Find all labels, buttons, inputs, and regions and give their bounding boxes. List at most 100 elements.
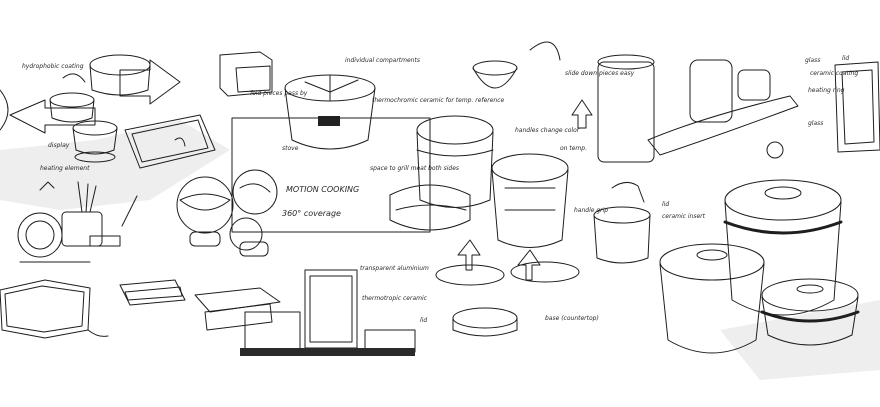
sink-basin [124, 114, 216, 169]
note-space-grill: space to grill meat both sides [370, 165, 459, 172]
sketch-handle-lid-pot [593, 182, 651, 264]
pot-band [416, 149, 494, 157]
tray-large [0, 279, 91, 339]
note-heating-element: heating element [40, 165, 90, 172]
box-stack [219, 51, 273, 97]
mixer-window [25, 220, 55, 250]
glass-cylinder [597, 61, 655, 163]
bowl-tilt-rim [472, 60, 518, 76]
sketch-sink-cluster [0, 54, 216, 169]
note-lid-far: lid [842, 55, 849, 62]
tall-glass [304, 269, 358, 349]
note-motion-cooking: MOTION COOKING [286, 185, 359, 194]
background-shade-left [0, 120, 230, 210]
small-pot-knob [796, 284, 824, 294]
grill-food [395, 204, 467, 211]
bowl-lid-arc [529, 41, 561, 61]
small-pot-lid [761, 278, 859, 312]
sphere-1 [176, 176, 234, 234]
tray-open-2 [204, 303, 273, 331]
note-display: display [48, 142, 70, 149]
pot-lid [416, 115, 494, 145]
note-individual: individual compartments [345, 57, 420, 64]
note-handle-grip: handle grip [574, 207, 608, 214]
base-disc-1 [435, 264, 505, 286]
sphere-2-arc [239, 183, 271, 193]
sphere-2 [232, 169, 278, 215]
sketch-glass-jar [834, 61, 880, 153]
note-glass: glass [805, 57, 820, 64]
down-arrow-1 [457, 239, 481, 271]
note-transparent-aluminium: transparent aluminium [360, 265, 429, 272]
pot-small-rim [49, 92, 95, 108]
note-temp: on temp. [560, 145, 587, 152]
big-pot-body [724, 201, 842, 316]
jar-lid [491, 153, 569, 183]
sketch-render-pots [659, 179, 860, 354]
background-shade-right [720, 300, 880, 380]
note-heating-ring: heating ring [808, 87, 845, 94]
handle-pot-lid-open [611, 182, 645, 203]
note-ceramic-coating: ceramic coating [810, 70, 858, 77]
edge-fragment [0, 89, 9, 131]
mid-pot-body [659, 263, 765, 354]
container-base [240, 348, 415, 356]
tray-large-inner [4, 285, 85, 333]
small-pot-body [761, 296, 859, 346]
jar-body [491, 169, 569, 248]
sketch-spheres [176, 169, 278, 257]
tray-cord [87, 329, 109, 337]
jar-glass-inner [841, 69, 875, 145]
big-pot-band [723, 220, 843, 235]
box-stack-inner [235, 65, 271, 93]
faucet [174, 137, 186, 147]
glass-cylinder-rim [597, 54, 655, 70]
heating-base [74, 151, 116, 163]
sphere-1-food [179, 193, 231, 211]
sphere-3 [229, 217, 263, 251]
jar-ribs [504, 187, 556, 211]
small-pot-red-band [760, 310, 860, 323]
arrow-left-shape [9, 99, 96, 134]
sphere-1-base [189, 231, 221, 247]
big-pot-knob [764, 186, 802, 200]
note-hydrophobic: hydrophobic coating [22, 63, 84, 70]
cup-body [72, 127, 118, 155]
sketch-compartment-bowl [219, 51, 431, 233]
comp-bowl-body [284, 87, 376, 150]
slide-arrow [571, 99, 593, 129]
base-disc-2 [510, 261, 580, 283]
big-pot-lid [724, 179, 842, 221]
tray-open [194, 287, 281, 313]
mid-pot-knob [696, 249, 728, 261]
comp-display [318, 116, 340, 126]
whisk-lines [77, 181, 97, 213]
tray-small-dark [124, 286, 183, 301]
note-slide-down: slide down pieces easy [565, 70, 635, 77]
grill-sphere [389, 184, 471, 231]
bowl-top-body [89, 64, 151, 96]
ring-small [766, 141, 784, 159]
tall-canister [689, 59, 733, 123]
base-countertop-side [452, 317, 518, 337]
sphere-2-base [239, 241, 269, 257]
frame-line [231, 117, 431, 233]
short-canister [737, 69, 771, 101]
note-base: base (countertop) [545, 315, 599, 322]
note-coverage: 360° coverage [282, 209, 341, 218]
tray-small-1 [119, 279, 186, 306]
sketch-slide-glasses [472, 41, 799, 163]
utensil [121, 195, 138, 227]
tall-glass-inner [309, 275, 353, 343]
note-lid-right: lid [662, 201, 669, 208]
sketch-handle-pot [389, 115, 580, 337]
short-box-left [244, 311, 301, 351]
mixer-bowl [17, 212, 63, 258]
comp-dividers [304, 75, 359, 101]
slide-rail [647, 95, 799, 156]
mid-pot-lid [659, 243, 765, 281]
handle-pot-body [593, 214, 651, 264]
arrow-right-shape [119, 59, 181, 105]
